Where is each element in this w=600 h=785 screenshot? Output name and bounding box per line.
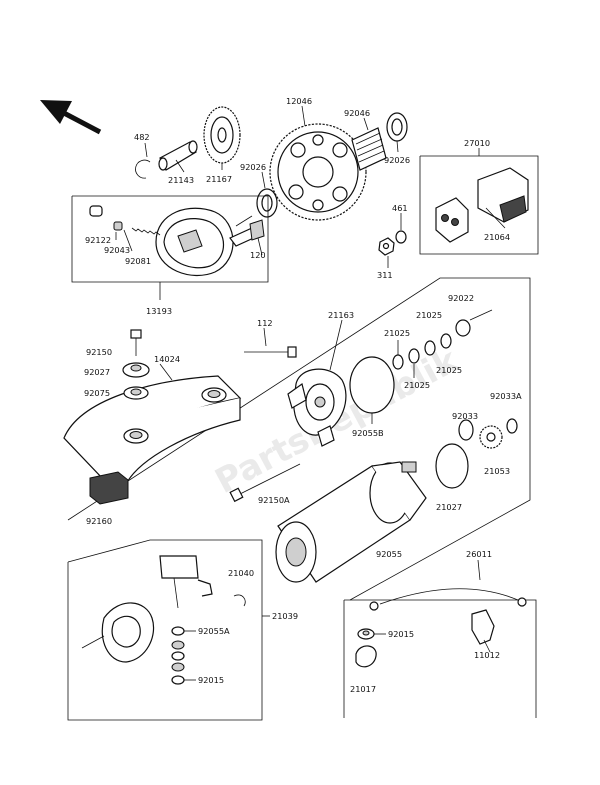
- washer-92026-top: [386, 112, 408, 153]
- part-number-label: 92081: [125, 256, 151, 266]
- part-number-label: 12046: [286, 96, 312, 106]
- part-number-label: 14024: [154, 354, 180, 364]
- part-number-label: 92015: [388, 629, 414, 639]
- cable-group-26011: [343, 559, 537, 718]
- part-number-label: 92033A: [490, 391, 522, 401]
- washer-stack-92055A-92015: [171, 626, 185, 685]
- part-number-label: 461: [392, 203, 408, 213]
- part-number-label: 92046: [344, 108, 370, 118]
- gear-12046: [269, 105, 367, 221]
- part-number-label: 21017: [350, 684, 376, 694]
- part-number-label: 92075: [84, 388, 110, 398]
- starter-clutch-group-13193: [71, 195, 269, 300]
- part-number-label: 92055A: [198, 626, 230, 636]
- o-ring-92033: [458, 419, 474, 441]
- gear-21167: [203, 106, 241, 170]
- brush-holder-group-21039: [67, 539, 270, 721]
- part-number-label: 21163: [328, 310, 354, 320]
- nut-92015: [357, 628, 375, 640]
- part-number-label: 21025: [416, 310, 442, 320]
- part-number-label: 21143: [168, 175, 194, 185]
- part-number-label: 21025: [436, 365, 462, 375]
- part-number-label: 11012: [474, 650, 500, 660]
- spring-cap-92043: [113, 221, 123, 231]
- part-number-label: 21053: [484, 466, 510, 476]
- grommet-92075: [123, 386, 149, 400]
- shaft-21143: [158, 140, 198, 173]
- long-bolt-92150A: [229, 463, 301, 503]
- cover-14024: [63, 363, 242, 485]
- o-ring-21027: [435, 443, 469, 489]
- circlip-92033A: [506, 418, 518, 434]
- damper-92160: [89, 471, 129, 505]
- starter-relay-group-27010: [419, 148, 539, 255]
- part-number-label: 482: [134, 132, 150, 142]
- end-cover-21163: [287, 319, 347, 447]
- circlip-482: [135, 142, 151, 179]
- starter-motor-body-92055: [275, 461, 427, 583]
- washer-21025-set: [392, 333, 452, 378]
- part-number-label: 92033: [452, 411, 478, 421]
- cap-21017: [355, 645, 377, 668]
- front-direction-arrow-icon: [40, 100, 102, 135]
- leader-lines: [115, 229, 386, 681]
- nut-311: [378, 237, 395, 268]
- part-number-label: 120: [250, 250, 266, 260]
- part-number-label: 21025: [404, 380, 430, 390]
- needle-bearing-92046: [351, 117, 387, 171]
- part-number-label: 92026: [384, 155, 410, 165]
- part-number-label: 21064: [484, 232, 510, 242]
- part-number-label: 92055B: [352, 428, 384, 438]
- collar-92027: [122, 362, 150, 378]
- part-number-label: 92043: [104, 245, 130, 255]
- part-number-label: 112: [257, 318, 273, 328]
- part-number-label: 13193: [146, 306, 172, 316]
- part-number-label: 21167: [206, 174, 232, 184]
- roller-92122: [89, 205, 103, 217]
- part-number-label: 92122: [85, 235, 111, 245]
- part-number-label: 92055: [376, 549, 402, 559]
- part-number-label: 92150: [86, 347, 112, 357]
- part-number-label: 92150A: [258, 495, 290, 505]
- spring-92081: [131, 227, 161, 236]
- long-bolt-112: [244, 327, 297, 358]
- ring-461: [395, 213, 407, 244]
- part-number-label: 92027: [84, 367, 110, 377]
- part-number-label: 21040: [228, 568, 254, 578]
- part-number-label: 21027: [436, 502, 462, 512]
- part-number-label: 27010: [464, 138, 490, 148]
- part-number-label: 92026: [240, 162, 266, 172]
- part-number-label: 21039: [272, 611, 298, 621]
- starter-motor-frame: [67, 277, 531, 601]
- part-number-label: 311: [377, 270, 393, 280]
- part-number-label: 92160: [86, 516, 112, 526]
- part-number-label: 92015: [198, 675, 224, 685]
- part-number-label: 92022: [448, 293, 474, 303]
- washer-92022: [455, 309, 493, 337]
- pinion-gear-21053: [479, 425, 503, 449]
- part-number-label: 26011: [466, 549, 492, 559]
- o-ring-92055B: [349, 356, 395, 424]
- bolt-92150: [130, 329, 142, 356]
- part-number-label: 21025: [384, 328, 410, 338]
